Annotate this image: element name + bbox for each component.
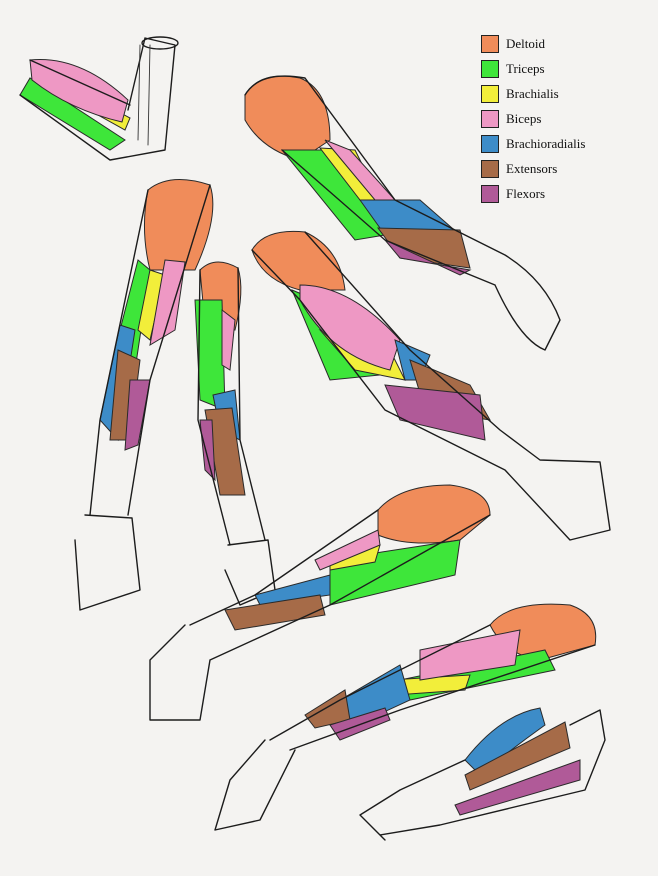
legend-item-brachialis: Brachialis xyxy=(481,84,585,104)
legend-swatch xyxy=(481,60,499,78)
legend-item-extensors: Extensors xyxy=(481,159,585,179)
legend-swatch xyxy=(481,35,499,53)
legend-item-flexors: Flexors xyxy=(481,184,585,204)
legend-swatch xyxy=(481,110,499,128)
legend-label: Brachioradialis xyxy=(506,136,586,151)
legend-label: Deltoid xyxy=(506,36,545,51)
arm-sketch-bent-top-left xyxy=(19,36,179,161)
arm-sketch-horizontal-lower xyxy=(214,603,597,831)
legend-swatch xyxy=(481,185,499,203)
arm-sketch-forearm-bottom xyxy=(359,707,606,841)
arm-sketch-horizontal-middle xyxy=(149,484,491,721)
arm-sketch-long-diagonal xyxy=(251,230,611,541)
legend-label: Extensors xyxy=(506,161,558,176)
legend-swatch xyxy=(481,135,499,153)
legend-item-biceps: Biceps xyxy=(481,109,585,129)
legend-swatch xyxy=(481,160,499,178)
muscle-legend: Deltoid Triceps Brachialis Biceps Brachi… xyxy=(481,34,585,204)
arm-sketch-vertical-left xyxy=(74,179,214,611)
legend-label: Flexors xyxy=(506,186,545,201)
legend-item-triceps: Triceps xyxy=(481,59,585,79)
legend-label: Biceps xyxy=(506,111,542,126)
legend-swatch xyxy=(481,85,499,103)
legend-item-deltoid: Deltoid xyxy=(481,34,585,54)
legend-item-brachioradialis: Brachioradialis xyxy=(481,134,585,154)
arm-sketch-diagonal-top-right xyxy=(244,75,561,351)
legend-label: Triceps xyxy=(506,61,545,76)
arm-sketch-vertical-narrow xyxy=(194,261,276,606)
legend-label: Brachialis xyxy=(506,86,559,101)
